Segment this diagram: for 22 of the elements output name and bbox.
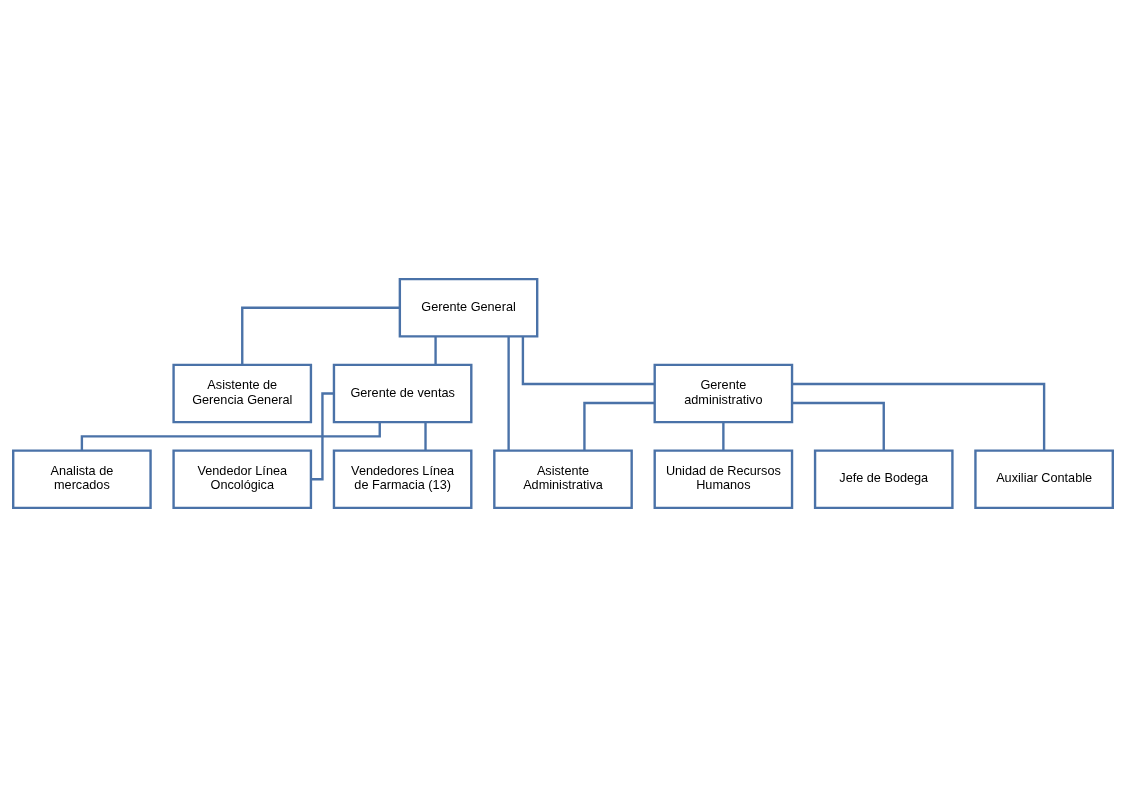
node-box: Analista de mercados [12, 448, 152, 509]
connector [792, 401, 885, 451]
node-box: Asistente Administrativa [493, 448, 633, 509]
connector [241, 306, 400, 365]
connector [310, 391, 334, 480]
connector [434, 336, 437, 365]
connector [507, 335, 510, 450]
node-box: Unidad de Recursos Humanos [653, 448, 794, 509]
node-box: Asistente de Gerencia General [172, 363, 313, 423]
node-box: Jefe de Bodega [813, 448, 954, 509]
connector [722, 421, 725, 450]
node-box: Gerente General [398, 277, 539, 338]
connector [792, 382, 1046, 451]
connector [521, 335, 655, 385]
connector [583, 401, 655, 451]
node-box: Vendedor Línea Oncológica [172, 448, 313, 509]
connector [80, 421, 381, 451]
node-box: Gerente administrativo [653, 363, 794, 423]
node-box: Gerente de ventas [332, 363, 473, 423]
connector [424, 421, 427, 450]
node-box: Vendedores Línea de Farmacia (13) [332, 448, 473, 509]
node-box: Auxiliar Contable [974, 448, 1114, 509]
